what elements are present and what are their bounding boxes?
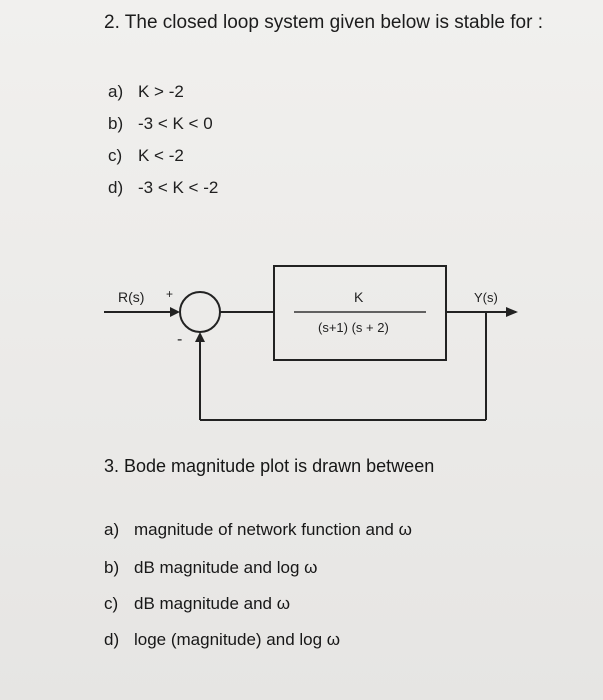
- question-3-title: 3. Bode magnitude plot is drawn between: [104, 456, 435, 476]
- question-3-option-a: a) magnitude of network function and ω: [104, 520, 412, 540]
- option-text: -3 < K < 0: [138, 114, 213, 133]
- option-text: K > -2: [138, 82, 184, 101]
- question-2-option-b: b) -3 < K < 0: [108, 114, 213, 134]
- option-text: magnitude of network function and ω: [134, 520, 412, 539]
- question-2-title: 2. The closed loop system given below is…: [104, 12, 543, 33]
- option-text: dB magnitude and ω: [134, 594, 290, 613]
- option-text: loge (magnitude) and log ω: [134, 630, 341, 649]
- summing-junction: [179, 291, 221, 333]
- output-arrowhead: [506, 307, 518, 317]
- option-letter: a): [104, 520, 120, 539]
- option-letter: b): [104, 558, 120, 577]
- option-text: K < -2: [138, 146, 184, 165]
- option-letter: c): [108, 146, 123, 165]
- question-3-option-b: b) dB magnitude and log ω: [104, 558, 317, 578]
- output-label: Y(s): [474, 290, 498, 305]
- input-label: R(s): [118, 289, 144, 305]
- minus-sign: -: [177, 331, 182, 348]
- option-text: -3 < K < -2: [138, 178, 219, 197]
- question-3-option-d: d) loge (magnitude) and log ω: [104, 630, 340, 650]
- option-letter: b): [108, 114, 124, 133]
- option-letter: d): [108, 178, 124, 197]
- transfer-function-block: [273, 265, 447, 361]
- transfer-numerator: K: [354, 289, 364, 305]
- feedback-arrowhead: [195, 332, 205, 342]
- transfer-denominator: (s+1) (s + 2): [318, 320, 389, 335]
- question-2-option-a: a) K > -2: [108, 82, 184, 102]
- question-2-option-c: c) K < -2: [108, 146, 184, 166]
- option-letter: d): [104, 630, 120, 649]
- option-text: dB magnitude and log ω: [134, 558, 318, 577]
- option-letter: a): [108, 82, 124, 101]
- option-letter: c): [104, 594, 119, 613]
- question-3-option-c: c) dB magnitude and ω: [104, 594, 290, 614]
- plus-sign: +: [166, 287, 173, 301]
- question-2-option-d: d) -3 < K < -2: [108, 178, 218, 198]
- input-arrowhead: [170, 307, 180, 317]
